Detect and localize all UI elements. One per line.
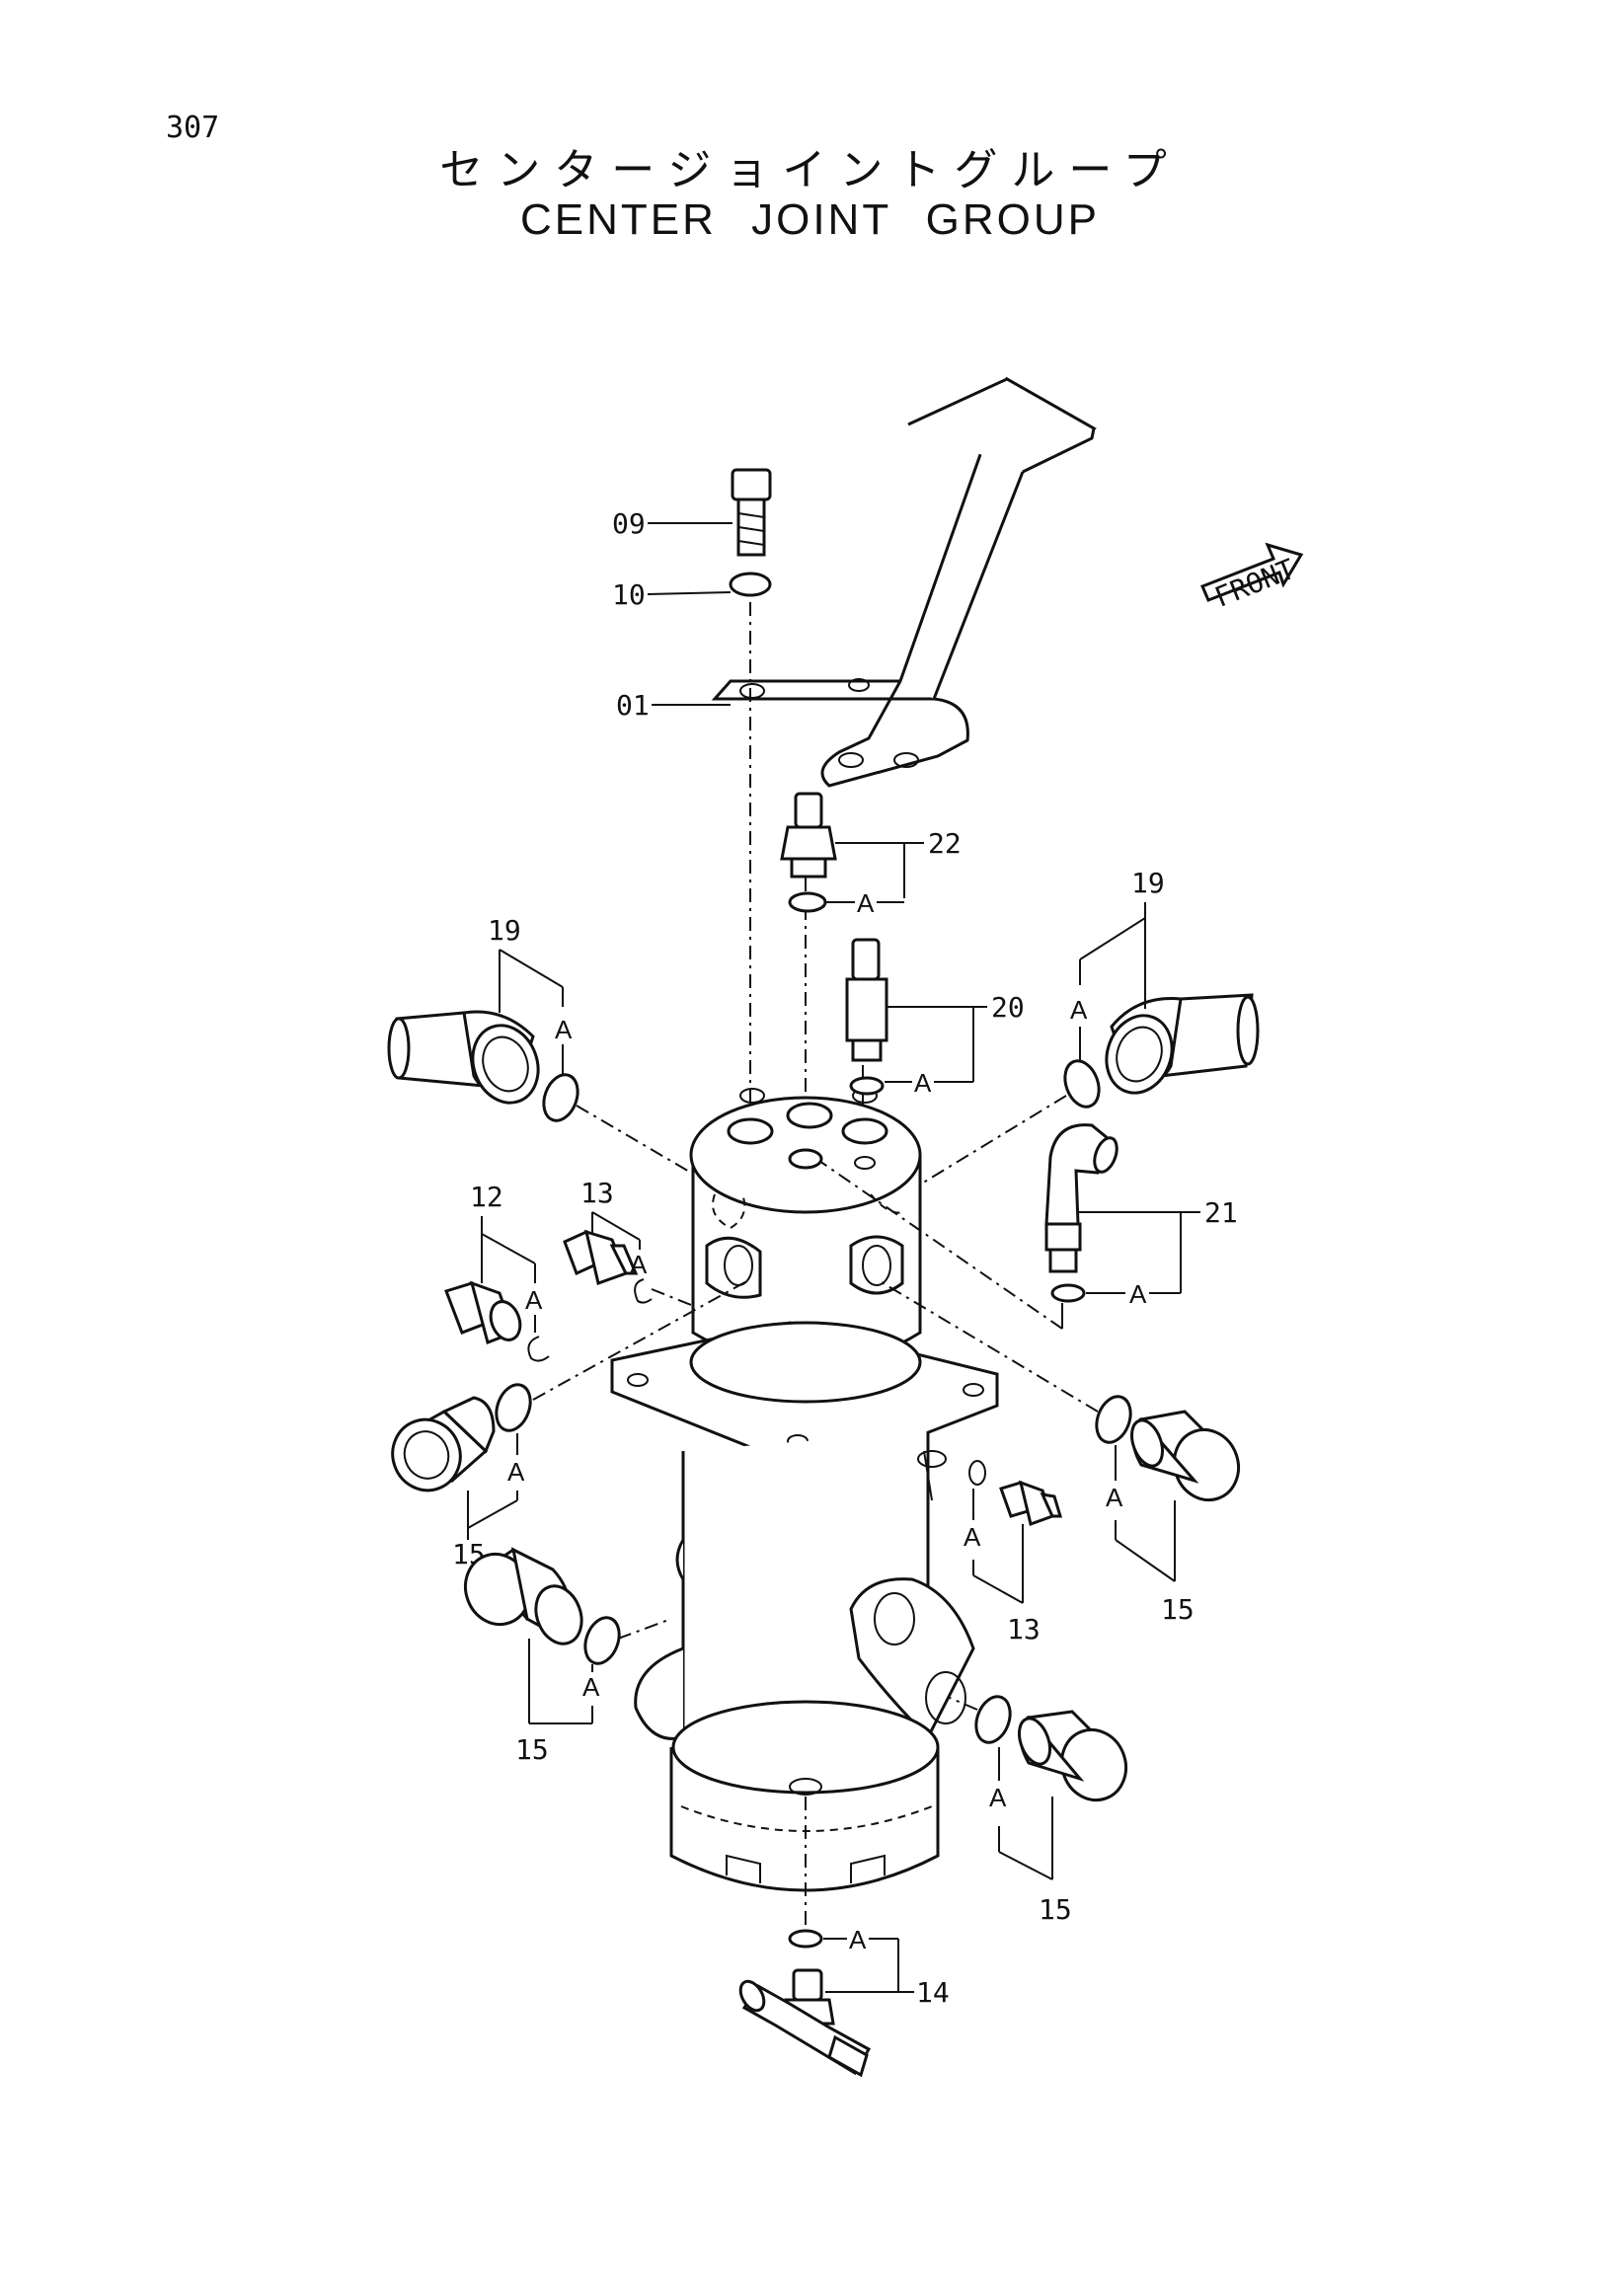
page-number: 307: [166, 111, 220, 145]
callout-01: 01: [616, 689, 650, 722]
ring-marker-12: A: [525, 1285, 543, 1315]
callout-15-lower-left: 15: [515, 1733, 549, 1766]
fitting-13-upper: [563, 1229, 639, 1285]
elbow-19-right: [1105, 993, 1260, 1095]
title-english: CENTER JOINT GROUP: [0, 195, 1620, 245]
oring-15-lower-left: [583, 1616, 621, 1665]
elbow-21: [1044, 1123, 1119, 1273]
fitting-22: [780, 792, 837, 913]
title-japanese: センタージョイントグループ: [439, 145, 1181, 195]
callout-15-right: 15: [1161, 1593, 1195, 1626]
adapter-15-lower-left: [464, 1547, 583, 1645]
bracket-01: [711, 376, 1097, 788]
adapter-15-upper-left: [391, 1396, 496, 1492]
oring-15-lower-right: [974, 1695, 1012, 1744]
callout-09: 09: [612, 507, 646, 540]
callout-20: 20: [991, 991, 1025, 1024]
ring-marker-22: A: [857, 888, 875, 918]
callout-19-right: 19: [1131, 867, 1165, 899]
ring-marker-19-right: A: [1070, 995, 1088, 1025]
callout-13-right: 13: [1007, 1613, 1041, 1645]
ring-marker-15-right: A: [1106, 1483, 1123, 1512]
fitting-12: [444, 1280, 522, 1344]
callout-12: 12: [470, 1181, 503, 1213]
callout-22: 22: [928, 827, 962, 860]
front-arrow-icon: FRONT: [1200, 542, 1304, 614]
oring-14: [788, 1929, 823, 1949]
oring-13-upper: [634, 1278, 653, 1304]
oring-15-upper-left: [495, 1383, 532, 1432]
tee-fitting-14: [738, 1968, 872, 2078]
ring-marker-15-upper-left: A: [507, 1457, 525, 1487]
bolt-09: [731, 468, 772, 557]
center-joint-body: [610, 1088, 999, 1925]
callout-15-lower-right: 15: [1039, 1893, 1072, 1926]
fitting-20: [845, 938, 888, 1096]
oring-13-right: [968, 1460, 986, 1486]
oring-15-right: [1095, 1395, 1132, 1444]
ring-marker-13-upper: A: [630, 1250, 648, 1279]
ring-marker-21: A: [1129, 1279, 1147, 1309]
callout-21: 21: [1204, 1196, 1238, 1229]
oring-21: [1050, 1283, 1086, 1303]
callout-10: 10: [612, 578, 646, 611]
adapter-15-right: [1129, 1410, 1240, 1502]
ring-marker-19-left: A: [555, 1015, 573, 1044]
ring-marker-15-lower-left: A: [582, 1672, 600, 1702]
oring-12: [527, 1336, 550, 1362]
front-arrow-label: FRONT: [1210, 553, 1300, 614]
fitting-13-right: [999, 1480, 1063, 1526]
title-english-text: CENTER JOINT GROUP: [519, 195, 1100, 244]
washer-10: [729, 572, 772, 597]
ring-marker-14: A: [849, 1925, 867, 1954]
ring-marker-15-lower-right: A: [989, 1783, 1007, 1812]
callout-14: 14: [916, 1976, 950, 2009]
oring-19-left: [542, 1073, 579, 1122]
callout-13-upper: 13: [580, 1177, 614, 1209]
oring-19-right: [1063, 1059, 1101, 1109]
elbow-19-left: [387, 1010, 540, 1105]
adapter-15-lower-right: [1017, 1710, 1127, 1802]
ring-marker-20: A: [914, 1068, 932, 1098]
callout-19-left: 19: [488, 914, 521, 947]
ring-marker-13-right: A: [964, 1522, 981, 1552]
